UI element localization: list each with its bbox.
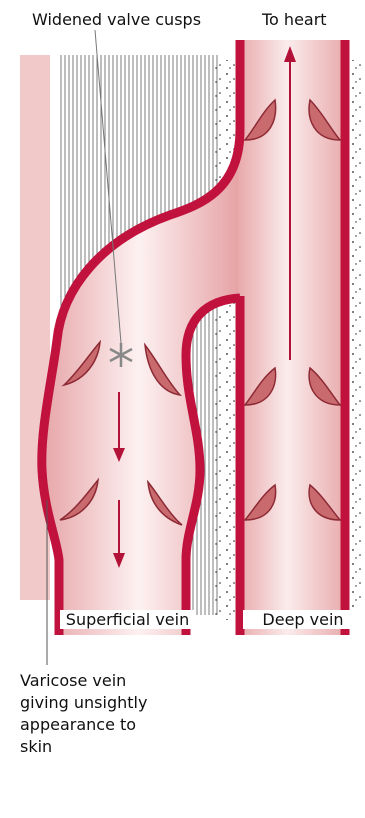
label-widened-valve-cusps: Widened valve cusps [32,10,201,29]
label-to-heart: To heart [262,10,327,29]
tissue-dots-right [352,60,365,620]
label-deep-vein: Deep vein [243,610,363,629]
label-superficial-vein: Superficial vein [60,610,195,629]
tissue-dots-left [215,60,235,620]
label-varicose-vein: Varicose vein giving unsightly appearanc… [20,670,170,758]
